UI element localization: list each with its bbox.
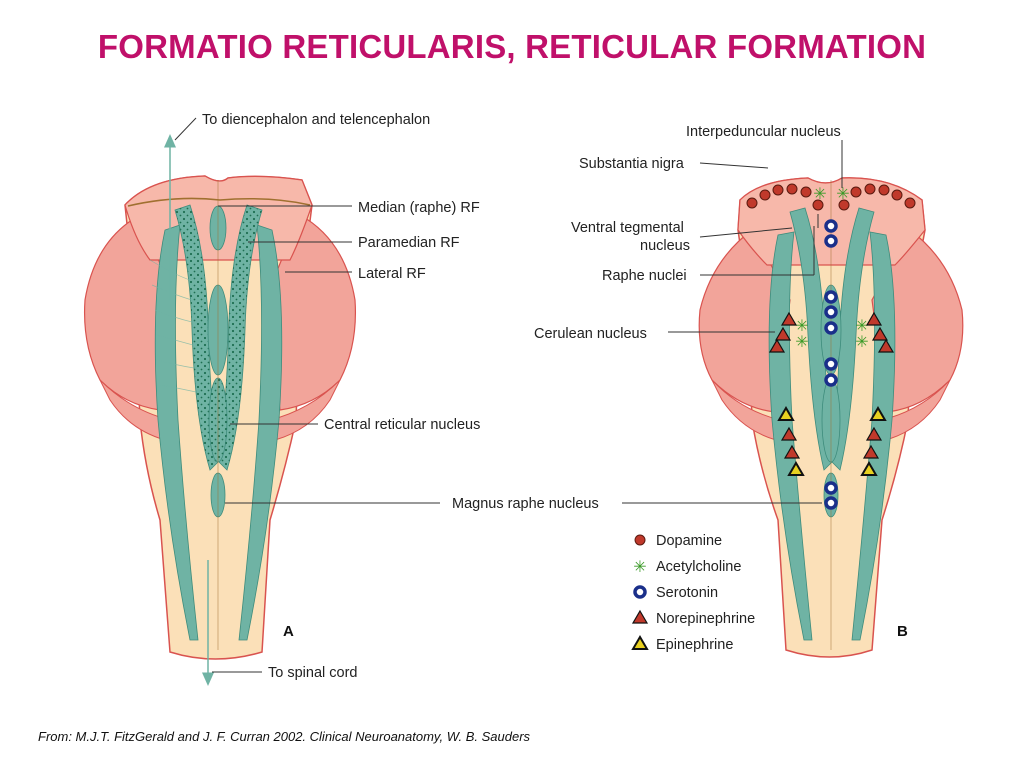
svg-text:✳: ✳ [813, 184, 826, 203]
panel-a-brainstem: To diencephalon and telencephalon Median… [84, 112, 480, 686]
legend-dopamine-symbol [634, 534, 646, 546]
epinephrine-markers [777, 406, 887, 476]
citation: From: M.J.T. FitzGerald and J. F. Curran… [38, 729, 531, 744]
legend-acetylcholine-label: Acetylcholine [656, 559, 741, 575]
legend-serotonin-label: Serotonin [656, 585, 718, 601]
label-ventral-tegmental-2: nucleus [640, 238, 690, 254]
legend-norepinephrine-label: Norepinephrine [656, 611, 755, 627]
serotonin-markers [824, 219, 838, 510]
label-to-spinal-cord: To spinal cord [268, 665, 357, 681]
label-interpeduncular: Interpeduncular nucleus [686, 124, 841, 140]
legend-norepinephrine-symbol [631, 609, 649, 624]
label-ventral-tegmental-1: Ventral tegmental [571, 220, 684, 236]
legend: ✳ Dopamine Acetylcholine Serotonin Norep… [631, 533, 755, 653]
legend-serotonin-symbol [633, 585, 647, 599]
legend-epinephrine-label: Epinephrine [656, 637, 733, 653]
label-central-reticular: Central reticular nucleus [324, 417, 480, 433]
label-substantia-nigra: Substantia nigra [579, 156, 685, 172]
panel-letter-b: B [897, 623, 908, 640]
panel-letter-a: A [283, 623, 294, 640]
svg-text:✳: ✳ [836, 184, 849, 203]
acetylcholine-markers: ✳ ✳ ✳ ✳ ✳ ✳ [795, 184, 868, 351]
svg-text:✳: ✳ [855, 332, 868, 351]
lateral-rf-right [238, 224, 283, 641]
svg-text:✳: ✳ [855, 316, 868, 335]
label-to-diencephalon: To diencephalon and telencephalon [202, 112, 430, 128]
label-raphe-nuclei: Raphe nuclei [602, 268, 687, 284]
dopamine-markers [746, 183, 916, 211]
legend-acetylcholine-symbol: ✳ [633, 557, 646, 576]
svg-text:✳: ✳ [795, 332, 808, 351]
norepinephrine-markers [768, 311, 895, 459]
label-cerulean: Cerulean nucleus [534, 326, 647, 342]
panel-b-brainstem: ✳ ✳ ✳ ✳ ✳ ✳ [452, 124, 964, 658]
pons-left-a [84, 214, 176, 411]
lateral-rf-left [154, 224, 199, 641]
legend-epinephrine-symbol [631, 635, 649, 650]
page-title: FORMATIO RETICULARIS, RETICULAR FORMATIO… [97, 28, 927, 65]
label-lateral-rf: Lateral RF [358, 266, 426, 282]
label-magnus-raphe: Magnus raphe nucleus [452, 496, 599, 512]
label-paramedian-rf: Paramedian RF [358, 235, 460, 251]
svg-text:✳: ✳ [795, 316, 808, 335]
legend-dopamine-label: Dopamine [656, 533, 722, 549]
label-median-rf: Median (raphe) RF [358, 200, 480, 216]
pons-right-a [264, 214, 356, 411]
